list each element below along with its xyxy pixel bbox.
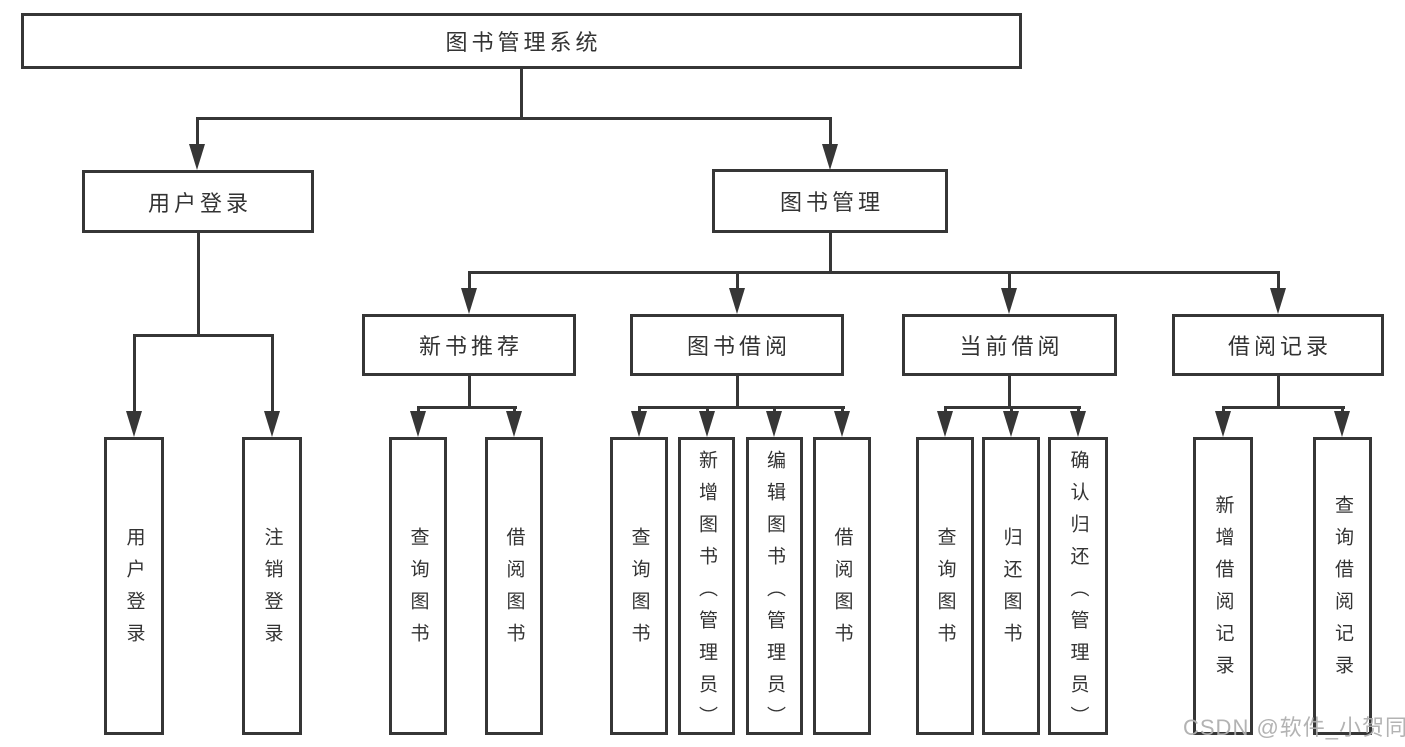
leaf-label: 新增借阅记录 [1212, 495, 1234, 687]
leaf-label: 确认归还（管理员） [1067, 450, 1089, 738]
connector-line [1222, 406, 1225, 414]
connector-line [417, 406, 420, 414]
connector-line [468, 376, 471, 409]
arrowhead-down-icon [1334, 411, 1350, 437]
connector-line [1008, 271, 1011, 291]
node-label: 借阅记录 [1227, 334, 1332, 359]
connector-line [513, 406, 516, 414]
leaf-edit-book-admin: 编辑图书（管理员） [746, 437, 803, 738]
node-label: 图书管理系统 [445, 30, 602, 55]
connector-line [197, 233, 200, 336]
leaf-label: 借阅图书 [831, 527, 853, 655]
node-book-borrow: 图书借阅 [630, 314, 844, 376]
connector-line [1277, 271, 1280, 291]
connector-line [1341, 406, 1344, 414]
leaf-add-borrow-record: 新增借阅记录 [1193, 437, 1253, 735]
arrowhead-down-icon [1070, 411, 1086, 437]
connector-line [773, 406, 776, 414]
connector-line [1077, 406, 1080, 414]
connector-line [944, 406, 1081, 409]
node-label: 新书推荐 [418, 334, 523, 359]
arrowhead-down-icon [189, 144, 205, 170]
connector-line [271, 334, 274, 413]
connector-line [133, 334, 274, 337]
connector-line [736, 376, 739, 409]
arrowhead-down-icon [410, 411, 426, 437]
arrowhead-down-icon [729, 288, 745, 314]
arrowhead-down-icon [822, 144, 838, 170]
arrowhead-down-icon [126, 411, 142, 437]
connector-line [829, 233, 832, 274]
arrowhead-down-icon [1215, 411, 1231, 437]
leaf-label: 查询图书 [407, 527, 429, 655]
node-borrow-records: 借阅记录 [1172, 314, 1384, 376]
connector-line [706, 406, 709, 414]
connector-line [417, 406, 517, 409]
csdn-watermark: CSDN @软件_小贺同学 [1183, 715, 1405, 740]
leaf-label: 查询图书 [628, 527, 650, 655]
leaf-borrow-book-recommend: 借阅图书 [485, 437, 543, 735]
connector-line [944, 406, 947, 414]
leaf-confirm-return-admin: 确认归还（管理员） [1048, 437, 1108, 738]
leaf-borrow-book: 借阅图书 [813, 437, 871, 735]
arrowhead-down-icon [1001, 288, 1017, 314]
connector-line [829, 117, 832, 146]
leaf-query-books-recommend: 查询图书 [389, 437, 447, 735]
connector-line [1010, 406, 1013, 414]
leaf-label: 编辑图书（管理员） [764, 450, 785, 738]
connector-line [133, 334, 136, 413]
node-label: 图书管理 [779, 190, 884, 215]
leaf-query-borrow-record: 查询借阅记录 [1313, 437, 1372, 735]
leaf-user-login: 用户登录 [104, 437, 164, 735]
leaf-label: 借阅图书 [503, 527, 525, 655]
leaf-return-book: 归还图书 [982, 437, 1040, 735]
node-new-book-recommend: 新书推荐 [362, 314, 576, 376]
leaf-query-books-current: 查询图书 [916, 437, 974, 735]
connector-line [841, 406, 844, 414]
arrowhead-down-icon [937, 411, 953, 437]
connector-line [638, 406, 641, 414]
leaf-label: 查询借阅记录 [1332, 495, 1353, 687]
leaf-label: 查询图书 [934, 527, 956, 655]
connector-line [196, 117, 832, 120]
connector-line [736, 271, 739, 291]
arrowhead-down-icon [699, 411, 715, 437]
node-book-management: 图书管理 [712, 169, 948, 233]
leaf-label: 用户登录 [123, 527, 145, 655]
connector-line [1277, 376, 1280, 409]
arrowhead-down-icon [264, 411, 280, 437]
connector-line [520, 68, 523, 119]
node-root-library-system: 图书管理系统 [21, 13, 1022, 69]
leaf-label: 新增图书（管理员） [696, 450, 717, 738]
leaf-label: 归还图书 [1000, 527, 1022, 655]
node-label: 用户登录 [147, 190, 252, 216]
connector-line [1008, 376, 1011, 409]
arrowhead-down-icon [461, 288, 477, 314]
arrowhead-down-icon [506, 411, 522, 437]
connector-line [468, 271, 1280, 274]
connector-line [468, 271, 471, 291]
node-label: 当前借阅 [959, 334, 1064, 359]
leaf-logout: 注销登录 [242, 437, 302, 735]
connector-line [196, 117, 199, 146]
connector-line [1222, 406, 1345, 409]
arrowhead-down-icon [766, 411, 782, 437]
arrowhead-down-icon [631, 411, 647, 437]
node-label: 图书借阅 [686, 334, 791, 359]
arrowhead-down-icon [1003, 411, 1019, 437]
leaf-query-books-borrow: 查询图书 [610, 437, 668, 735]
leaf-label: 注销登录 [261, 527, 283, 655]
connector-line [638, 406, 845, 409]
arrowhead-down-icon [1270, 288, 1286, 314]
node-user-login: 用户登录 [82, 170, 314, 233]
leaf-add-book-admin: 新增图书（管理员） [678, 437, 735, 738]
arrowhead-down-icon [834, 411, 850, 437]
node-current-borrow: 当前借阅 [902, 314, 1117, 376]
